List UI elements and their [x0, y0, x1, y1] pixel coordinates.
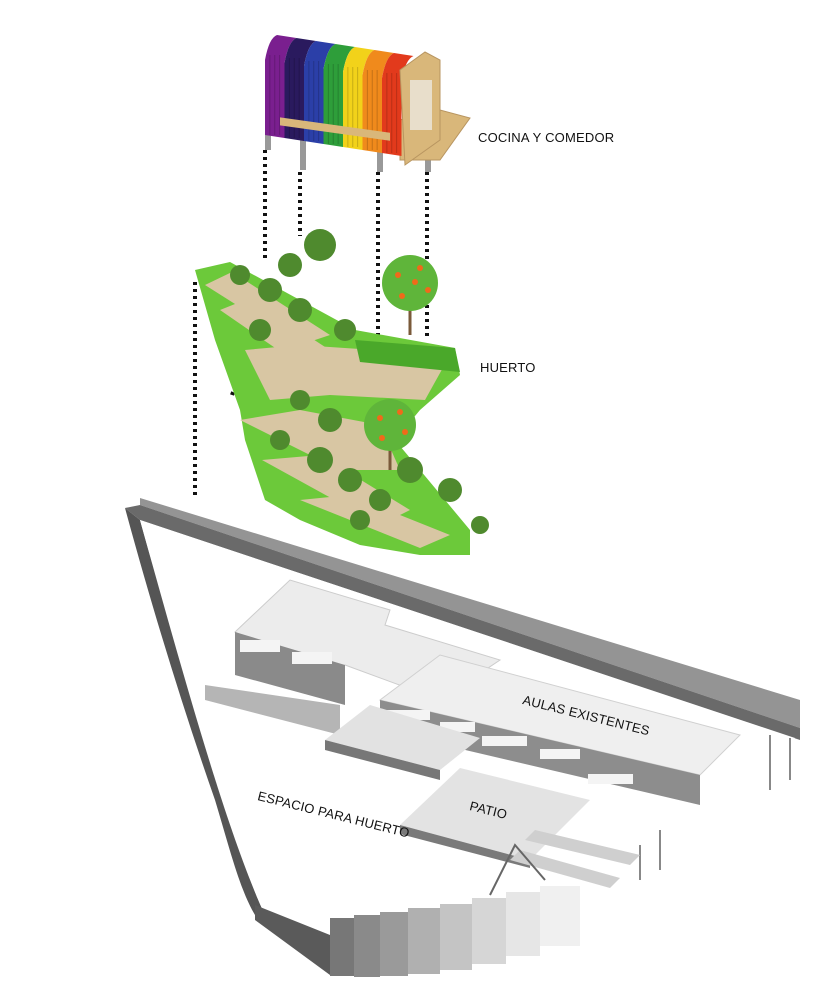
facade-stripe [343, 47, 375, 150]
corridor-edge [325, 740, 440, 780]
east-fence-posts [639, 735, 791, 880]
connection-lines [193, 150, 429, 495]
wood-band [280, 117, 390, 141]
perimeter-wall-north [125, 505, 800, 740]
facade-stripe [382, 53, 414, 156]
facade-stripe [284, 38, 316, 141]
facade-stripe [304, 41, 336, 144]
ramp-west [205, 685, 340, 735]
facade-stripe [362, 50, 394, 153]
corridor [325, 705, 480, 770]
gate [489, 843, 546, 896]
label-garden: HUERTO [480, 360, 536, 375]
school-site [125, 498, 800, 977]
orange-tree [382, 255, 438, 335]
windows-main [385, 710, 633, 784]
rainbow-facade [265, 35, 414, 156]
facade-stripe [265, 35, 297, 138]
perimeter-wall-north-face [140, 498, 800, 728]
label-kitchen: COCINA Y COMEDOR [478, 130, 615, 145]
perimeter-wall-south [255, 886, 580, 977]
patio-edge [400, 825, 530, 868]
orange-tree [364, 399, 416, 470]
windows-west [240, 640, 332, 664]
steps [510, 830, 640, 888]
facade-stripe [323, 44, 355, 147]
kitchen-pavilion [265, 35, 471, 172]
garden-terraces [195, 229, 489, 555]
